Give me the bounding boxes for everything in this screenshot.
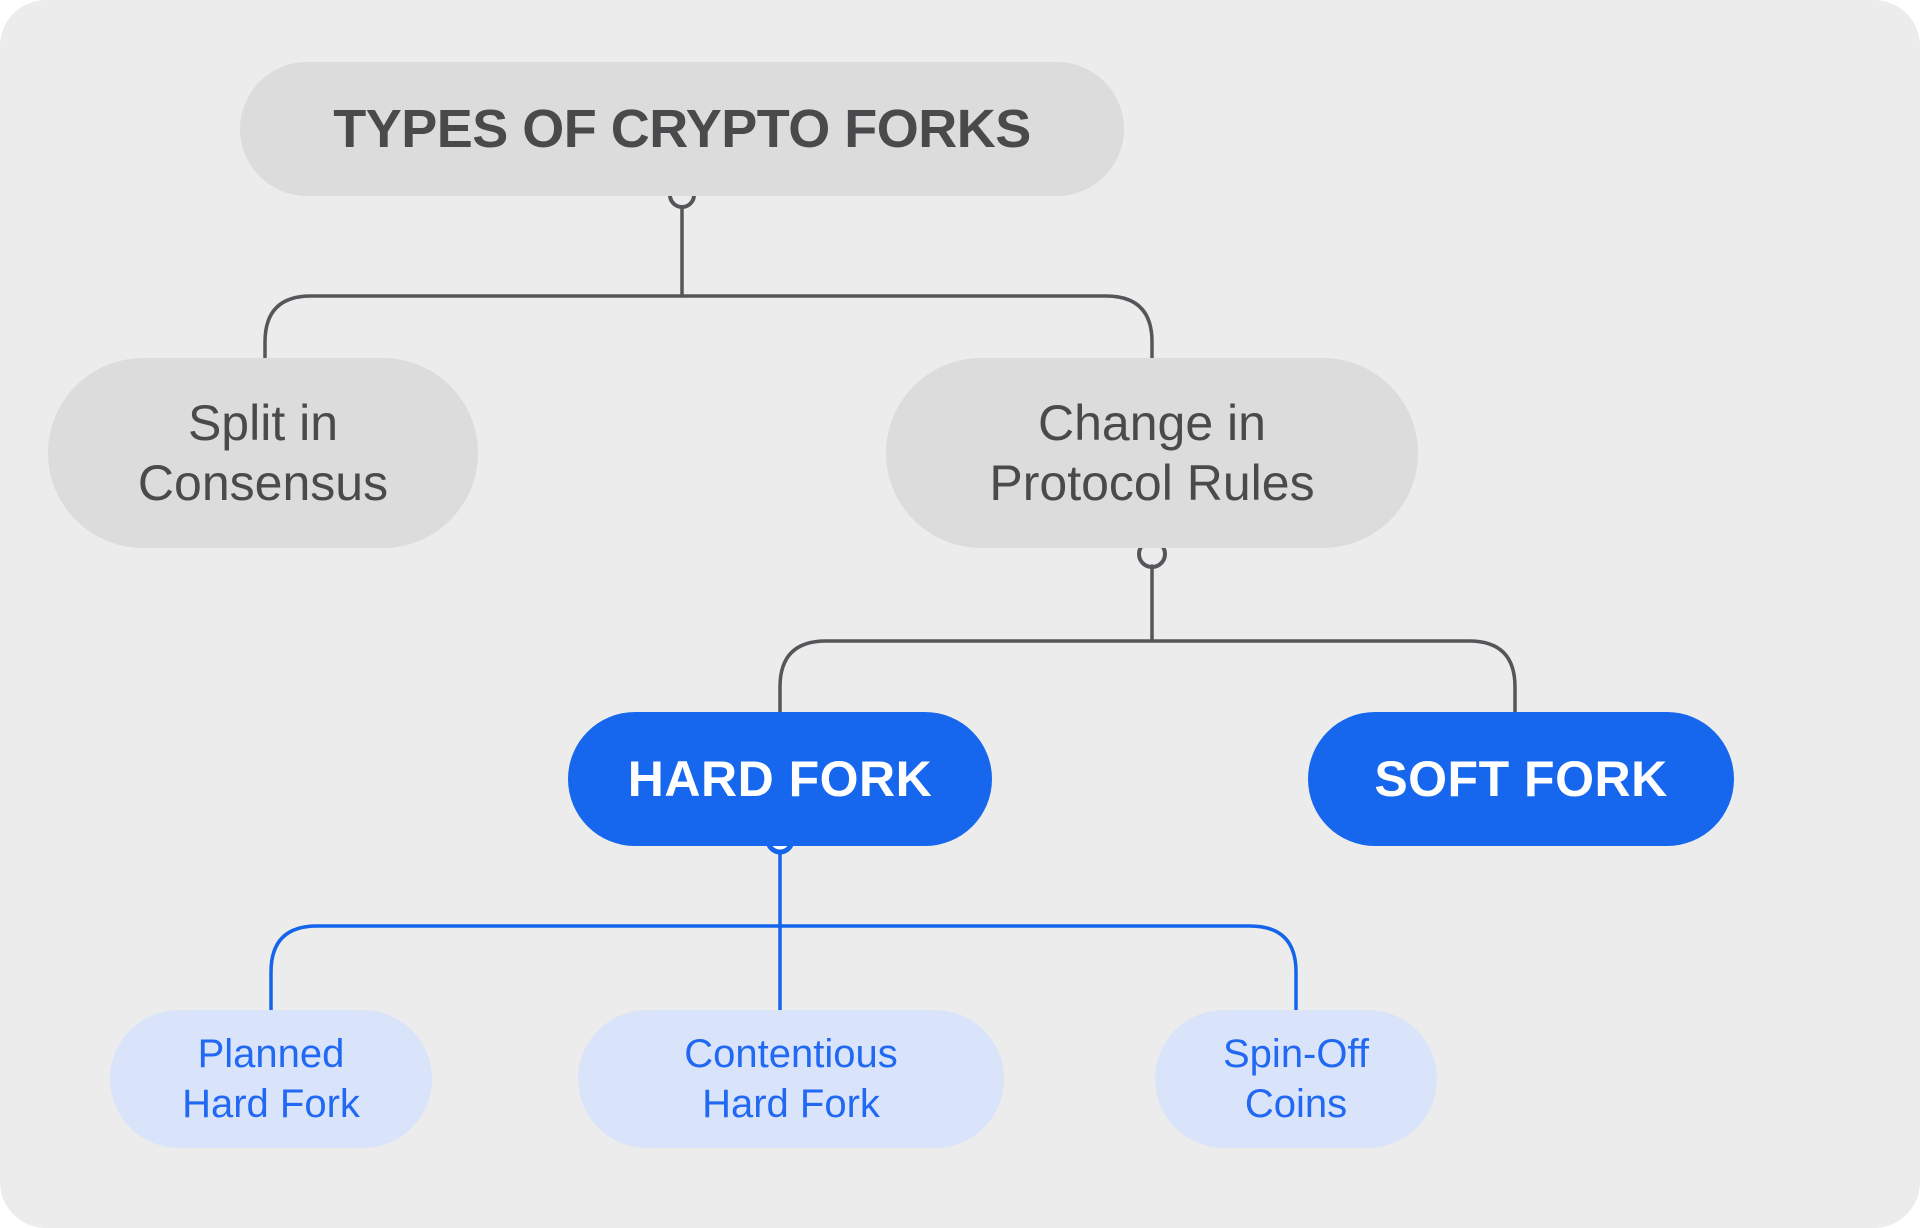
node-planned-hard-fork: Planned Hard Fork <box>110 1010 432 1148</box>
node-hard-fork-label: HARD FORK <box>627 751 933 807</box>
node-change-in-protocol-rules-label: Change in Protocol Rules <box>989 395 1315 511</box>
node-contentious-hard-fork: Contentious Hard Fork <box>578 1010 1004 1148</box>
node-change-in-protocol-rules: Change in Protocol Rules <box>886 358 1418 548</box>
node-types-of-crypto-forks-label: TYPES OF CRYPTO FORKS <box>333 99 1031 159</box>
node-spin-off-coins-label: Spin-Off Coins <box>1223 1032 1369 1126</box>
node-types-of-crypto-forks: TYPES OF CRYPTO FORKS <box>240 62 1124 196</box>
node-spin-off-coins: Spin-Off Coins <box>1155 1010 1437 1148</box>
node-planned-hard-fork-label: Planned Hard Fork <box>182 1032 360 1126</box>
node-soft-fork-label: SOFT FORK <box>1374 751 1668 807</box>
node-contentious-hard-fork-label: Contentious Hard Fork <box>684 1032 898 1126</box>
node-soft-fork: SOFT FORK <box>1308 712 1734 846</box>
node-split-in-consensus: Split in Consensus <box>48 358 478 548</box>
node-split-in-consensus-label: Split in Consensus <box>137 395 389 511</box>
node-hard-fork: HARD FORK <box>568 712 992 846</box>
